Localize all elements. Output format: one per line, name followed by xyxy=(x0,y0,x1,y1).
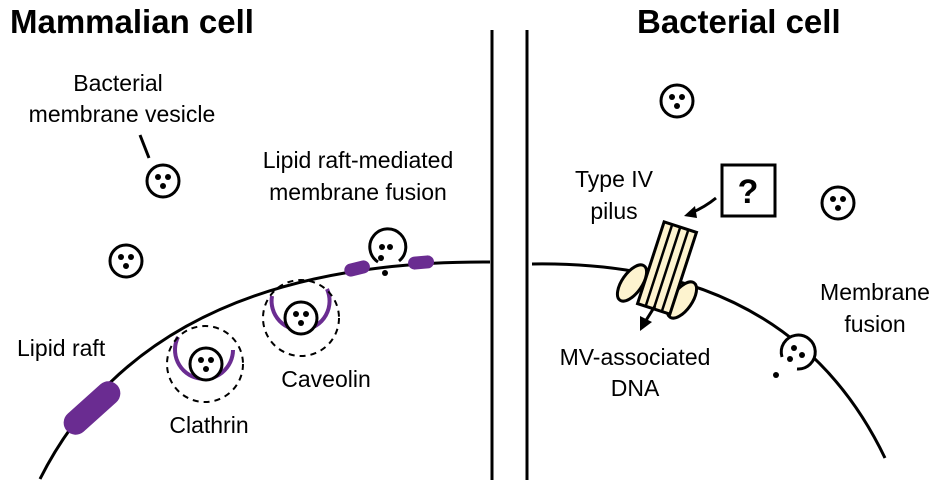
fusion-label-line2: membrane fusion xyxy=(269,179,447,205)
fusion-label-line1: Lipid raft-mediated xyxy=(263,147,454,173)
fusing-vesicle-bacterial xyxy=(773,333,817,378)
membrane-vesicle xyxy=(145,163,181,199)
membrane-fusion-label-line2: fusion xyxy=(844,311,905,337)
pilus-secretin-left xyxy=(615,263,649,303)
membrane-vesicle xyxy=(108,243,144,279)
mammalian-cell-membrane xyxy=(38,260,491,480)
unknown-mechanism-box xyxy=(720,163,777,218)
membrane-fusion-label-line1: Membrane xyxy=(820,279,930,305)
caveolin-label: Caveolin xyxy=(281,366,371,392)
mammalian-cell-title: Mammalian cell xyxy=(10,3,254,40)
membrane-vesicle xyxy=(659,83,695,119)
arrow-head xyxy=(684,206,697,218)
membrane-vesicle xyxy=(820,185,856,221)
clathrin-label: Clathrin xyxy=(169,412,248,438)
fusing-vesicle xyxy=(368,227,408,276)
caveolin-pit xyxy=(262,279,340,357)
clathrin-pit xyxy=(166,325,244,403)
dna-arrow-head xyxy=(640,316,652,331)
pilus-label-line2: pilus xyxy=(590,198,637,224)
dna-label-line2: DNA xyxy=(611,375,660,401)
lipid-raft-label: Lipid raft xyxy=(17,335,106,361)
vesicle-label-line1: Bacterial xyxy=(73,70,162,96)
unknown-mechanism-mark: ? xyxy=(738,173,759,211)
dna-label-line1: MV-associated xyxy=(560,344,711,370)
bacterial-cell-title: Bacterial cell xyxy=(637,3,841,40)
vesicle-label-line2: membrane vesicle xyxy=(29,101,216,127)
lipid-raft-shape xyxy=(63,381,121,435)
vesicle-pointer-line xyxy=(138,134,151,159)
pilus-label-line1: Type IV xyxy=(575,166,654,192)
lipid-raft-small xyxy=(344,260,370,277)
bacterial-cell-membrane xyxy=(531,262,887,459)
lipid-raft-small xyxy=(408,255,435,270)
